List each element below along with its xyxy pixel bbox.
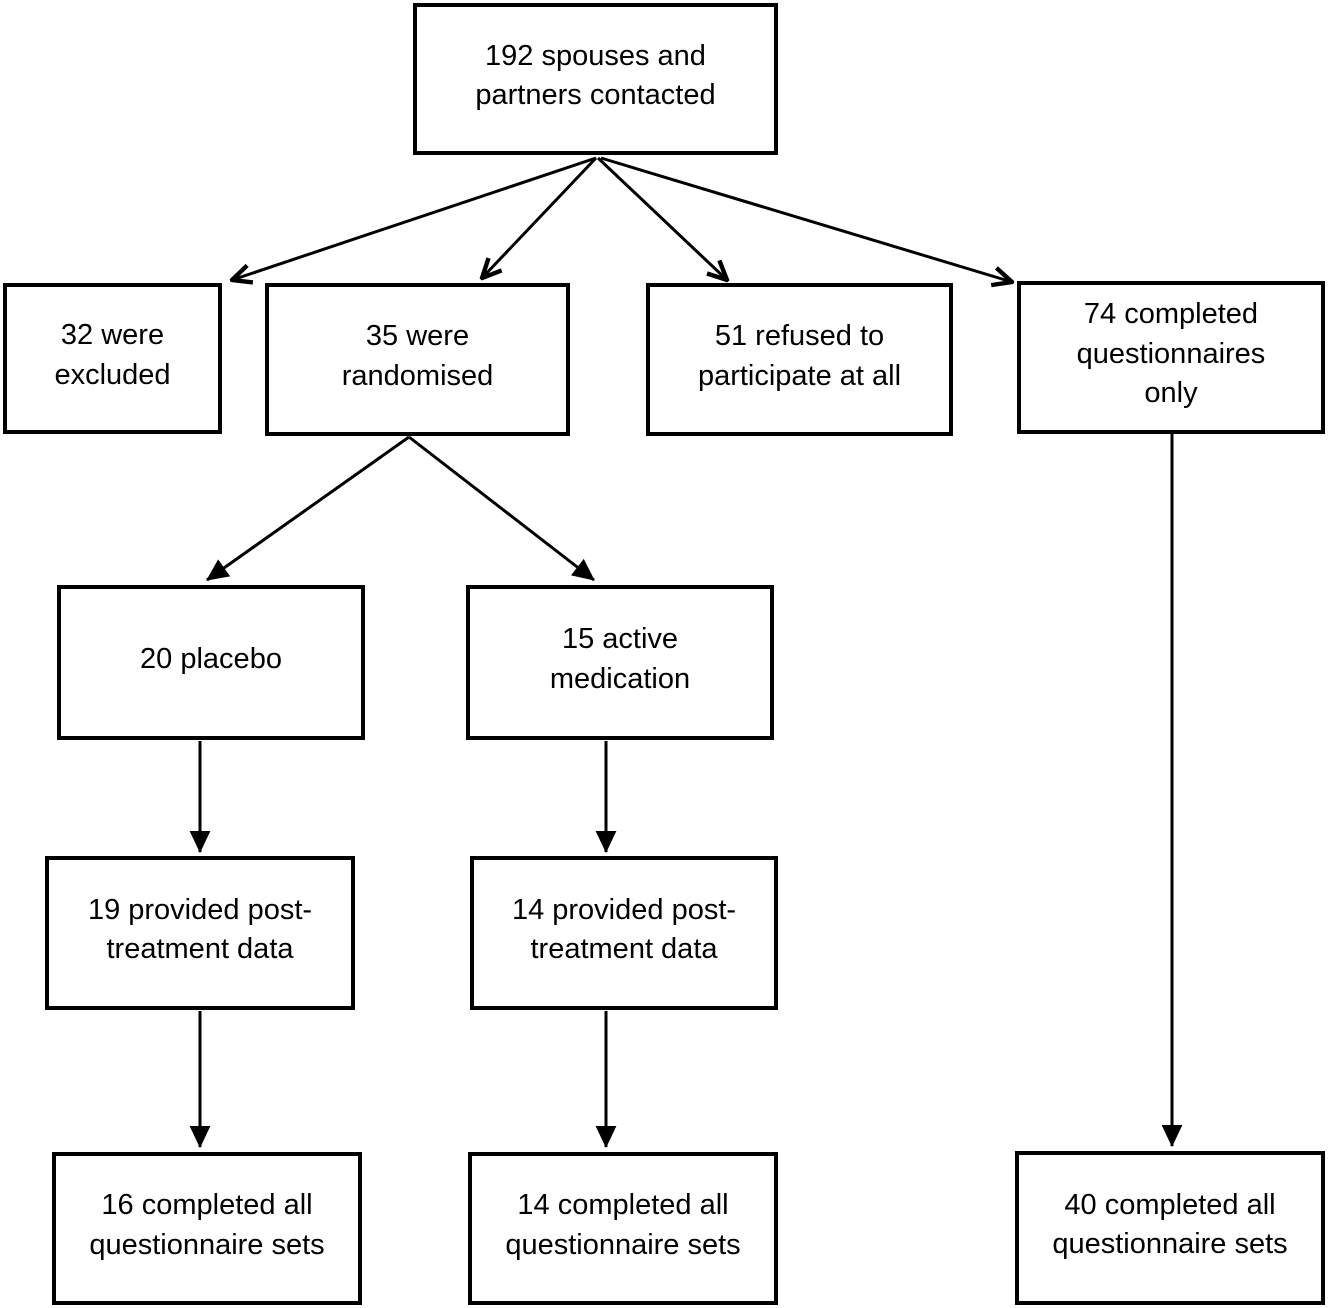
node-placebo: 20 placebo <box>57 585 365 740</box>
node-active-post: 14 provided post- treatment data <box>470 856 778 1010</box>
node-questionnaires-completed: 40 completed all questionnaire sets <box>1015 1151 1325 1305</box>
node-questionnaires-only: 74 completed questionnaires only <box>1017 281 1325 434</box>
node-placebo-completed-label: 16 completed all questionnaire sets <box>89 1189 325 1261</box>
connector-contacted-to-randomised <box>482 156 598 278</box>
connector-contacted-to-questionnaires-only <box>600 156 1012 282</box>
node-excluded: 32 were excluded <box>3 283 222 434</box>
node-active-medication: 15 active medication <box>466 585 774 740</box>
node-active-completed: 14 completed all questionnaire sets <box>468 1152 778 1305</box>
node-active-completed-label: 14 completed all questionnaire sets <box>505 1189 741 1261</box>
connector-randomised-to-placebo <box>206 435 410 582</box>
node-placebo-post: 19 provided post- treatment data <box>45 856 355 1010</box>
node-contacted-label: 192 spouses and partners contacted <box>475 39 716 111</box>
node-excluded-label: 32 were excluded <box>54 319 171 391</box>
connector-randomised-to-active-medication <box>408 435 595 582</box>
node-randomised-label: 35 were randomised <box>341 320 494 392</box>
connector-contacted-to-excluded <box>232 156 597 280</box>
node-randomised: 35 were randomised <box>265 283 570 436</box>
node-questionnaires-only-label: 74 completed questionnaires only <box>1076 298 1266 410</box>
node-refused: 51 refused to participate at all <box>646 283 953 436</box>
node-active-medication-label: 15 active medication <box>549 623 691 695</box>
node-active-post-label: 14 provided post- treatment data <box>511 893 737 965</box>
node-placebo-label: 20 placebo <box>140 642 282 675</box>
node-questionnaires-completed-label: 40 completed all questionnaire sets <box>1052 1188 1288 1260</box>
node-refused-label: 51 refused to participate at all <box>697 320 902 392</box>
node-placebo-completed: 16 completed all questionnaire sets <box>52 1152 362 1305</box>
node-contacted: 192 spouses and partners contacted <box>413 3 778 155</box>
node-placebo-post-label: 19 provided post- treatment data <box>87 893 313 965</box>
connector-contacted-to-refused <box>596 156 727 280</box>
